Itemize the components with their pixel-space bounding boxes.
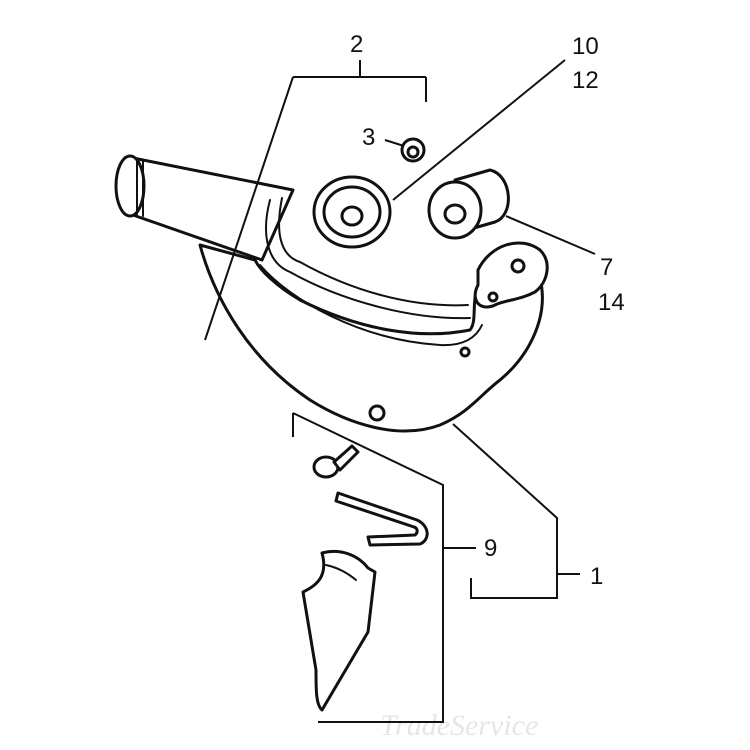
callout-9: 9 bbox=[484, 535, 497, 562]
cutter-frame bbox=[114, 154, 549, 433]
callout-3: 3 bbox=[362, 124, 375, 151]
bent-pin bbox=[334, 491, 429, 547]
callout-14: 14 bbox=[598, 289, 625, 316]
blade-cover bbox=[301, 549, 377, 712]
callout-2: 2 bbox=[350, 31, 363, 58]
callout-12: 12 bbox=[572, 67, 599, 94]
callout-7: 7 bbox=[600, 254, 613, 281]
roller bbox=[427, 168, 510, 240]
watermark: TradeService bbox=[380, 709, 538, 742]
callout-10: 10 bbox=[572, 33, 599, 60]
cutter-wheel bbox=[312, 175, 392, 249]
leader-lines bbox=[204, 59, 596, 723]
screw bbox=[312, 444, 360, 479]
nut bbox=[400, 137, 426, 163]
callout-1: 1 bbox=[590, 563, 603, 590]
